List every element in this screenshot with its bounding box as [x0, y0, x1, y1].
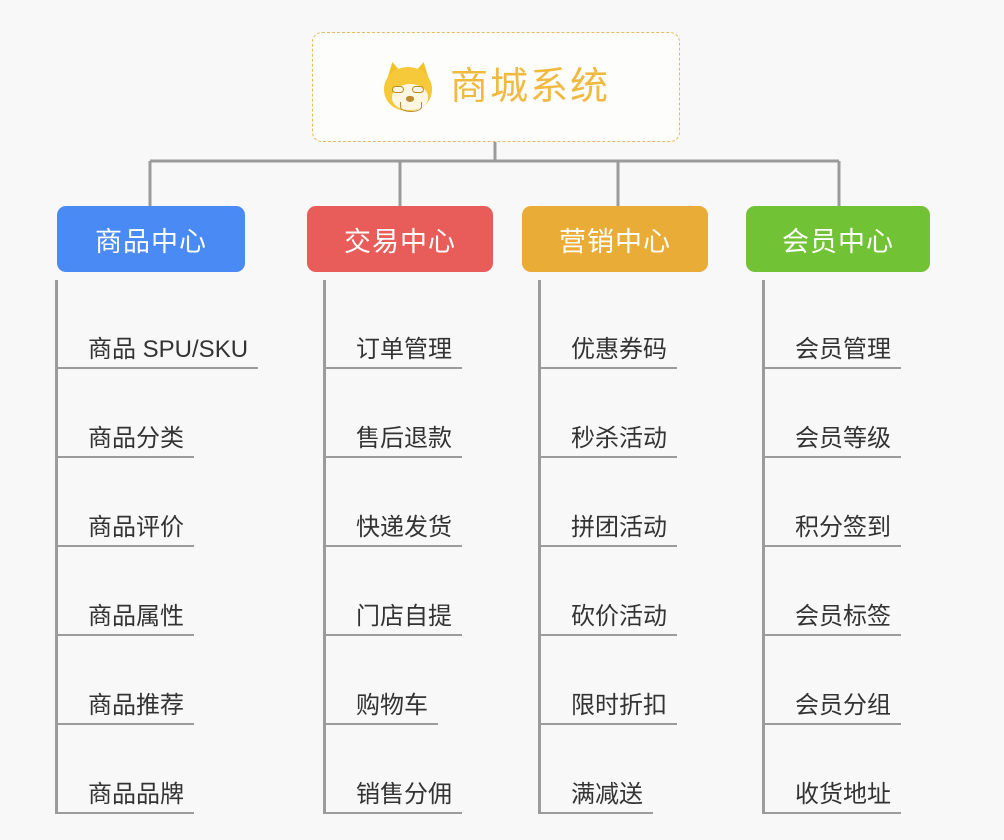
shiba-dog-icon — [382, 60, 434, 113]
leaf-underline — [541, 634, 677, 636]
leaf-label: 商品属性 — [88, 602, 184, 630]
leaf-underline — [326, 812, 462, 814]
category-box-3[interactable]: 会员中心 — [746, 206, 930, 272]
leaf-item[interactable]: 会员分组 — [765, 636, 964, 725]
branch-column-3: 会员中心 会员管理 会员等级 积分签到 会员标签 — [716, 206, 936, 814]
leaf-underline — [765, 367, 901, 369]
leaf-label: 限时折扣 — [571, 691, 667, 719]
leaf-underline — [765, 812, 901, 814]
leaf-label: 商品品牌 — [88, 780, 184, 808]
leaf-underline — [765, 723, 901, 725]
leaf-item[interactable]: 门店自提 — [326, 547, 525, 636]
category-label-1: 交易中心 — [344, 226, 456, 257]
leaf-underline — [326, 456, 462, 458]
leaf-list-0: 商品 SPU/SKU 商品分类 商品评价 商品属性 商品推荐 — [55, 280, 258, 814]
leaf-item[interactable]: 商品属性 — [58, 547, 257, 636]
leaf-item[interactable]: 商品分类 — [58, 369, 257, 458]
leaf-underline — [326, 634, 462, 636]
leaf-label: 秒杀活动 — [571, 424, 667, 452]
leaf-item[interactable]: 快递发货 — [326, 458, 525, 547]
leaf-item[interactable]: 销售分佣 — [326, 725, 525, 814]
leaf-underline — [765, 456, 901, 458]
leaf-underline — [541, 456, 677, 458]
leaf-label: 订单管理 — [356, 335, 452, 363]
category-box-2[interactable]: 营销中心 — [522, 206, 708, 272]
leaf-underline — [58, 634, 194, 636]
leaf-underline — [58, 456, 194, 458]
leaf-label: 商品 SPU/SKU — [88, 335, 249, 363]
category-box-0[interactable]: 商品中心 — [57, 206, 245, 272]
branch-column-0: 商品中心 商品 SPU/SKU 商品分类 商品评价 商品属性 — [55, 206, 275, 814]
leaf-item[interactable]: 满减送 — [541, 725, 740, 814]
leaf-underline — [541, 545, 677, 547]
leaf-label: 优惠券码 — [571, 335, 667, 363]
leaf-item[interactable]: 购物车 — [326, 636, 525, 725]
category-label-0: 商品中心 — [95, 226, 207, 257]
leaf-underline — [541, 812, 653, 814]
leaf-label: 满减送 — [571, 780, 643, 808]
leaf-label: 会员标签 — [795, 602, 891, 630]
leaf-label: 商品分类 — [88, 424, 184, 452]
dog-head-icon — [383, 67, 432, 112]
leaf-underline — [326, 545, 462, 547]
leaf-label: 收货地址 — [795, 780, 891, 808]
leaf-label: 售后退款 — [356, 424, 452, 452]
dog-eye-right-icon — [411, 86, 424, 93]
leaf-underline — [58, 723, 194, 725]
leaf-underline — [58, 545, 194, 547]
leaf-item[interactable]: 拼团活动 — [541, 458, 740, 547]
leaf-label: 门店自提 — [356, 602, 452, 630]
branch-column-1: 交易中心 订单管理 售后退款 快递发货 门店自提 — [276, 206, 496, 814]
leaf-label: 砍价活动 — [571, 602, 667, 630]
leaf-item[interactable]: 订单管理 — [326, 280, 525, 369]
leaf-item[interactable]: 会员标签 — [765, 547, 964, 636]
leaf-label: 快递发货 — [356, 513, 452, 541]
leaf-item[interactable]: 秒杀活动 — [541, 369, 740, 458]
root-node[interactable]: 商城系统 — [312, 32, 680, 142]
leaf-label: 会员分组 — [795, 691, 891, 719]
leaf-underline — [58, 367, 258, 369]
leaf-underline — [765, 545, 901, 547]
leaf-item[interactable]: 售后退款 — [326, 369, 525, 458]
dog-eye-left-icon — [391, 86, 404, 93]
leaf-item[interactable]: 会员管理 — [765, 280, 964, 369]
category-label-3: 会员中心 — [782, 226, 894, 257]
leaf-item[interactable]: 会员等级 — [765, 369, 964, 458]
leaf-underline — [541, 723, 677, 725]
leaf-list-3: 会员管理 会员等级 积分签到 会员标签 会员分组 — [762, 280, 964, 814]
dog-mouth-icon — [399, 102, 422, 112]
leaf-label: 会员等级 — [795, 424, 891, 452]
leaf-label: 商品评价 — [88, 513, 184, 541]
leaf-underline — [765, 634, 901, 636]
leaf-label: 会员管理 — [795, 335, 891, 363]
leaf-item[interactable]: 限时折扣 — [541, 636, 740, 725]
leaf-underline — [58, 812, 194, 814]
leaf-underline — [326, 723, 438, 725]
dog-nose-icon — [405, 96, 414, 102]
leaf-label: 商品推荐 — [88, 691, 184, 719]
leaf-list-2: 优惠券码 秒杀活动 拼团活动 砍价活动 限时折扣 — [538, 280, 740, 814]
leaf-item[interactable]: 商品品牌 — [58, 725, 257, 814]
leaf-item[interactable]: 商品评价 — [58, 458, 257, 547]
branch-column-2: 营销中心 优惠券码 秒杀活动 拼团活动 砍价活动 — [496, 206, 716, 814]
category-label-2: 营销中心 — [559, 226, 671, 257]
leaf-label: 销售分佣 — [356, 780, 452, 808]
leaf-list-1: 订单管理 售后退款 快递发货 门店自提 购物车 — [323, 280, 525, 814]
leaf-item[interactable]: 积分签到 — [765, 458, 964, 547]
leaf-label: 购物车 — [356, 691, 428, 719]
root-title: 商城系统 — [449, 66, 610, 108]
category-box-1[interactable]: 交易中心 — [307, 206, 493, 272]
leaf-underline — [541, 367, 677, 369]
leaf-item[interactable]: 优惠券码 — [541, 280, 740, 369]
leaf-label: 积分签到 — [795, 513, 891, 541]
leaf-item[interactable]: 商品推荐 — [58, 636, 257, 725]
leaf-underline — [326, 367, 462, 369]
leaf-item[interactable]: 砍价活动 — [541, 547, 740, 636]
leaf-item[interactable]: 收货地址 — [765, 725, 964, 814]
leaf-label: 拼团活动 — [571, 513, 667, 541]
leaf-item[interactable]: 商品 SPU/SKU — [58, 280, 258, 369]
